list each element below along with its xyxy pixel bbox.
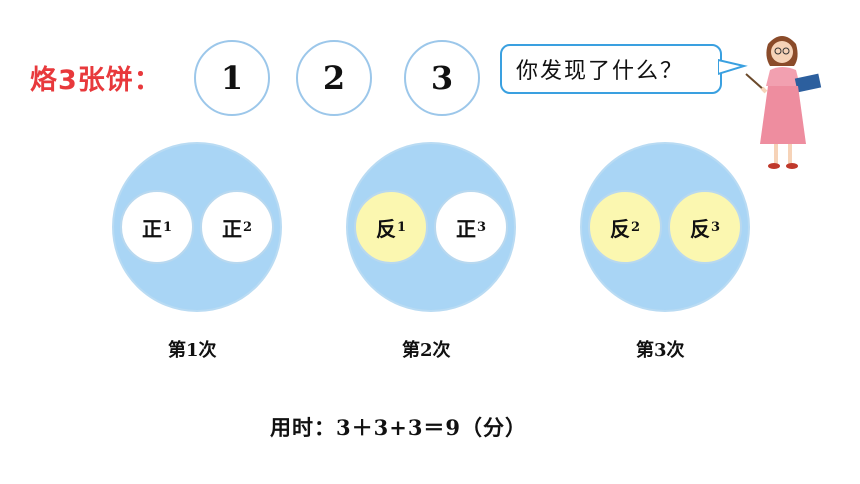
round-label-1: 第1次 (168, 340, 217, 361)
speech-bubble-tail (718, 58, 748, 76)
cake-number-3: 3 (404, 40, 480, 116)
cake-number-1: 1 (194, 40, 270, 116)
cake-number-2: 2 (296, 40, 372, 116)
teacher-illustration (745, 36, 822, 169)
title: 烙3张饼： (30, 65, 162, 96)
round-label-2: 第2次 (402, 340, 451, 361)
round-label-3: 第3次 (636, 340, 685, 361)
speech-bubble: 你发现了什么？ (500, 44, 722, 94)
total-time: 用时：3＋3+3＝9（分） (270, 415, 528, 440)
